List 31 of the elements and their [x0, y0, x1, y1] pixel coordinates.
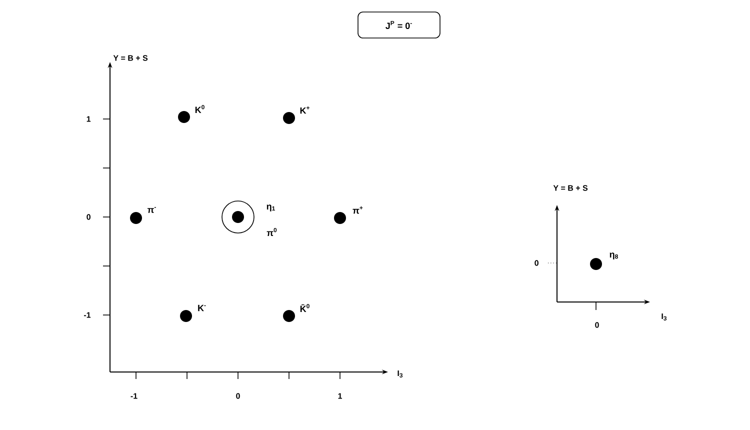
- particle-label: K$^{-}$: [198, 304, 206, 312]
- particle-label: π$^{0}$: [266, 228, 277, 236]
- particle-dot: [283, 310, 295, 322]
- tick-label: -1: [130, 393, 138, 399]
- tick-label: 0: [236, 393, 240, 399]
- particle-dot: [180, 310, 192, 322]
- particle-dot: [334, 212, 346, 224]
- ring: [222, 200, 254, 234]
- tick-label: -1: [84, 312, 91, 318]
- axis-title: I$_{3}$: [662, 314, 667, 320]
- tick-label: 1: [86, 116, 91, 122]
- tick-label: 0: [86, 214, 90, 220]
- particle-label: π$^{+}$: [352, 206, 363, 214]
- particle-dot: [178, 111, 190, 123]
- tick-label: 0: [595, 322, 599, 328]
- particle-dot: [283, 112, 295, 124]
- axis-title: Y = B + S: [113, 55, 148, 61]
- particle-dot: [590, 258, 602, 270]
- tick-label: 0: [534, 260, 538, 266]
- particle-label: K$^{+}$: [300, 106, 310, 114]
- axis-title: Y = B + S: [553, 185, 588, 191]
- particle-dot: [232, 211, 244, 223]
- particle-label: K$^{0}$: [195, 105, 204, 113]
- particle-dot: [130, 212, 142, 224]
- particle-label: η$_{8}$: [610, 252, 618, 260]
- particle-label: K̄$^{0}$: [300, 304, 310, 312]
- particle-label: η$_{1}$: [266, 204, 275, 212]
- title-box: J$^{P}$ = 0$^{-}$: [358, 12, 440, 38]
- tick-label: 1: [338, 393, 342, 399]
- particle-label: π$^{-}$: [148, 207, 156, 213]
- axis-title: I$_{3}$: [398, 370, 403, 378]
